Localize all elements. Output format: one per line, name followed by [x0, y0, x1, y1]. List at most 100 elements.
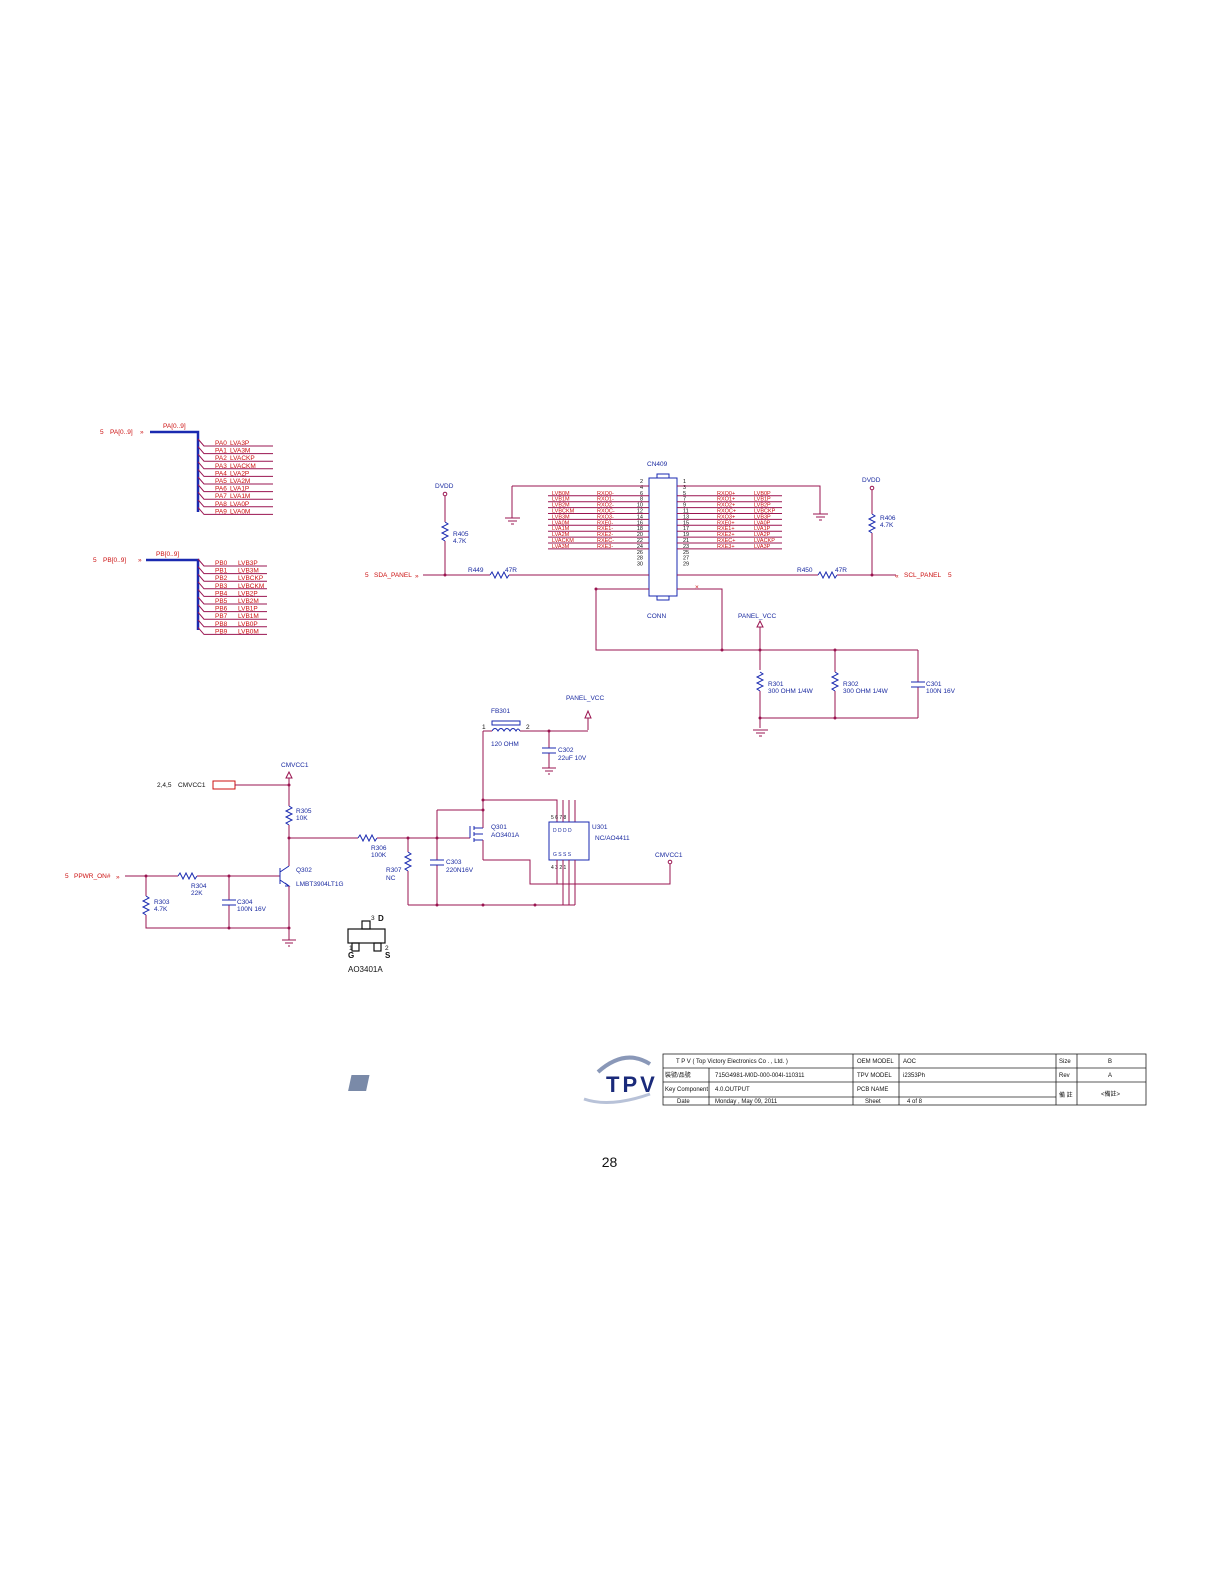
- r303-symbol: [141, 895, 151, 916]
- tb-cols: [708, 1054, 1078, 1105]
- r306-symbol: [357, 833, 378, 843]
- bus-a-row-pin: PA9: [215, 508, 227, 515]
- cn409-left-sig: RXO3-: [597, 514, 614, 520]
- package-pin3: [361, 920, 371, 930]
- package-pin1-num: 1: [349, 945, 353, 952]
- fb301-ref: FB301: [491, 708, 511, 715]
- cn409-right-net: LVB0P: [754, 491, 771, 497]
- cn409-left-net: LVA1M: [552, 526, 570, 532]
- cn409-left-pin-num: 20: [637, 532, 643, 538]
- cn409-left-pin-num: 16: [637, 520, 643, 526]
- r405-value: 4.7K: [453, 538, 467, 545]
- cn409-right-net: LVB1P: [754, 497, 771, 503]
- cn409-right-pin-num: 17: [683, 526, 689, 532]
- cn409-right-sig: RXE0+: [717, 520, 735, 526]
- cmvcc1-port-label: CMVCC1: [178, 782, 206, 789]
- gnd-c302: [542, 767, 556, 775]
- r306-ref: R306: [371, 845, 387, 852]
- bus-b-row-pin: PB0: [215, 560, 228, 567]
- cn409-right-pin-num: 15: [683, 520, 689, 526]
- scl-ref: 5: [948, 572, 952, 579]
- c301-value: 100N 16V: [926, 688, 956, 695]
- bus-b-row-wire: [197, 573, 267, 582]
- tb-sheet-value: 4 of 8: [907, 1099, 923, 1105]
- bus-a-row-net: LVA0P: [230, 501, 249, 508]
- bus-a-row-pin: PA4: [215, 470, 227, 477]
- bus-b-label: PB[0..9]: [156, 551, 179, 558]
- bus-a-row-pin: PA3: [215, 463, 227, 470]
- scl-label: SCL_PANEL: [904, 572, 941, 579]
- logo-swoosh-bottom: [583, 1092, 651, 1104]
- bus-b-row-pin: PB6: [215, 606, 228, 613]
- tb-sheet-label: Sheet: [865, 1099, 881, 1105]
- connector-wiring: DVDD R405 4.7K 5 SDA_PANEL » R449 47R DV…: [365, 477, 956, 737]
- bus-b-row-net: LVB0M: [238, 628, 259, 635]
- wire-r303-bottom: [145, 915, 289, 929]
- cn409-left-net: LVA0M: [552, 520, 570, 526]
- bus-b-row-net: LVB2P: [238, 590, 258, 597]
- r302-value: 300 OHM 1/4W: [843, 688, 889, 695]
- cn409-left-sig: RXE2-: [597, 532, 613, 538]
- bus-b-row-pin: PB8: [215, 621, 228, 628]
- cn409-right-pin-num: 3: [683, 485, 686, 491]
- cn409-right-net: LVB2P: [754, 503, 771, 509]
- bus-b-row-pin: PB4: [215, 590, 228, 597]
- cn409-right-net: LVA2P: [754, 532, 771, 538]
- r307-value: NC: [386, 875, 396, 882]
- tb-tpv-value: i2353Ph: [903, 1073, 925, 1079]
- title-block: TPV T P V ( Top Victory Electronics Co .…: [348, 1053, 1147, 1106]
- cn409-left-pin-num: 10: [637, 503, 643, 509]
- cn409-left-sig: RXEC-: [597, 538, 614, 544]
- cn409-right-pin-num: 7: [683, 497, 686, 503]
- dvdd-left-label: DVDD: [435, 483, 454, 490]
- cn409-right-sig: RXEC+: [717, 538, 736, 544]
- r305-value: 10K: [296, 815, 308, 822]
- wire-u301-bottom: [556, 860, 576, 905]
- package-pin3-num: 3: [371, 915, 375, 922]
- package-ao3401a: 3 D 1 G 2 S AO3401A: [347, 914, 391, 974]
- sda-ref: 5: [365, 572, 369, 579]
- tb-oem-label: OEM MODEL: [857, 1059, 894, 1065]
- cn409-right-sig: RXO3+: [717, 514, 735, 520]
- cn409-left-pin-num: 12: [637, 509, 643, 515]
- c302-symbol: [542, 747, 556, 754]
- r450-symbol: [817, 570, 838, 580]
- cn409-right-sig: RXE2+: [717, 532, 735, 538]
- cn409-left-net: LVACKM: [552, 538, 574, 544]
- tb-pcb-label: PCB NAME: [857, 1087, 888, 1093]
- cn409-right-sig: RXO2+: [717, 503, 735, 509]
- logo-swoosh-top: [596, 1055, 652, 1074]
- cn409-left-net: LVA2M: [552, 532, 570, 538]
- r305-ref: R305: [296, 808, 312, 815]
- r450-ref: R450: [797, 567, 813, 574]
- cmvcc1-port-box: [212, 780, 236, 790]
- bus-a-row-net: LVA1P: [230, 486, 249, 493]
- bus-a-row-wire: [197, 499, 273, 508]
- r303-ref: R303: [154, 899, 170, 906]
- wire-q301-cmvcc1: [483, 859, 671, 885]
- bus-b-row-wire: [197, 596, 267, 605]
- cn409-left-pin-num: 28: [637, 556, 643, 562]
- r406-value: 4.7K: [880, 522, 894, 529]
- c304-symbol: [222, 899, 236, 906]
- bus-a-row-pin: PA0: [215, 440, 227, 447]
- c303-ref: C303: [446, 859, 462, 866]
- bus-a-port-ref: 5: [100, 429, 104, 436]
- r449-value: 47R: [505, 567, 517, 574]
- tb-r1-label: 裝號/品號: [665, 1071, 691, 1079]
- package-s-label: S: [385, 951, 391, 960]
- fb301-pin1: 1: [482, 724, 486, 731]
- cn409-left-net: LVBCKM: [552, 509, 575, 515]
- cn409-right-net: LVA1P: [754, 526, 771, 532]
- bus-a-port-name: PA[0..9]: [110, 429, 133, 436]
- cn409-left-sig: RXO1-: [597, 497, 614, 503]
- bus-b-row-pin: PB9: [215, 628, 228, 635]
- package-d-label: D: [378, 914, 384, 923]
- page-number: 28: [601, 1154, 618, 1170]
